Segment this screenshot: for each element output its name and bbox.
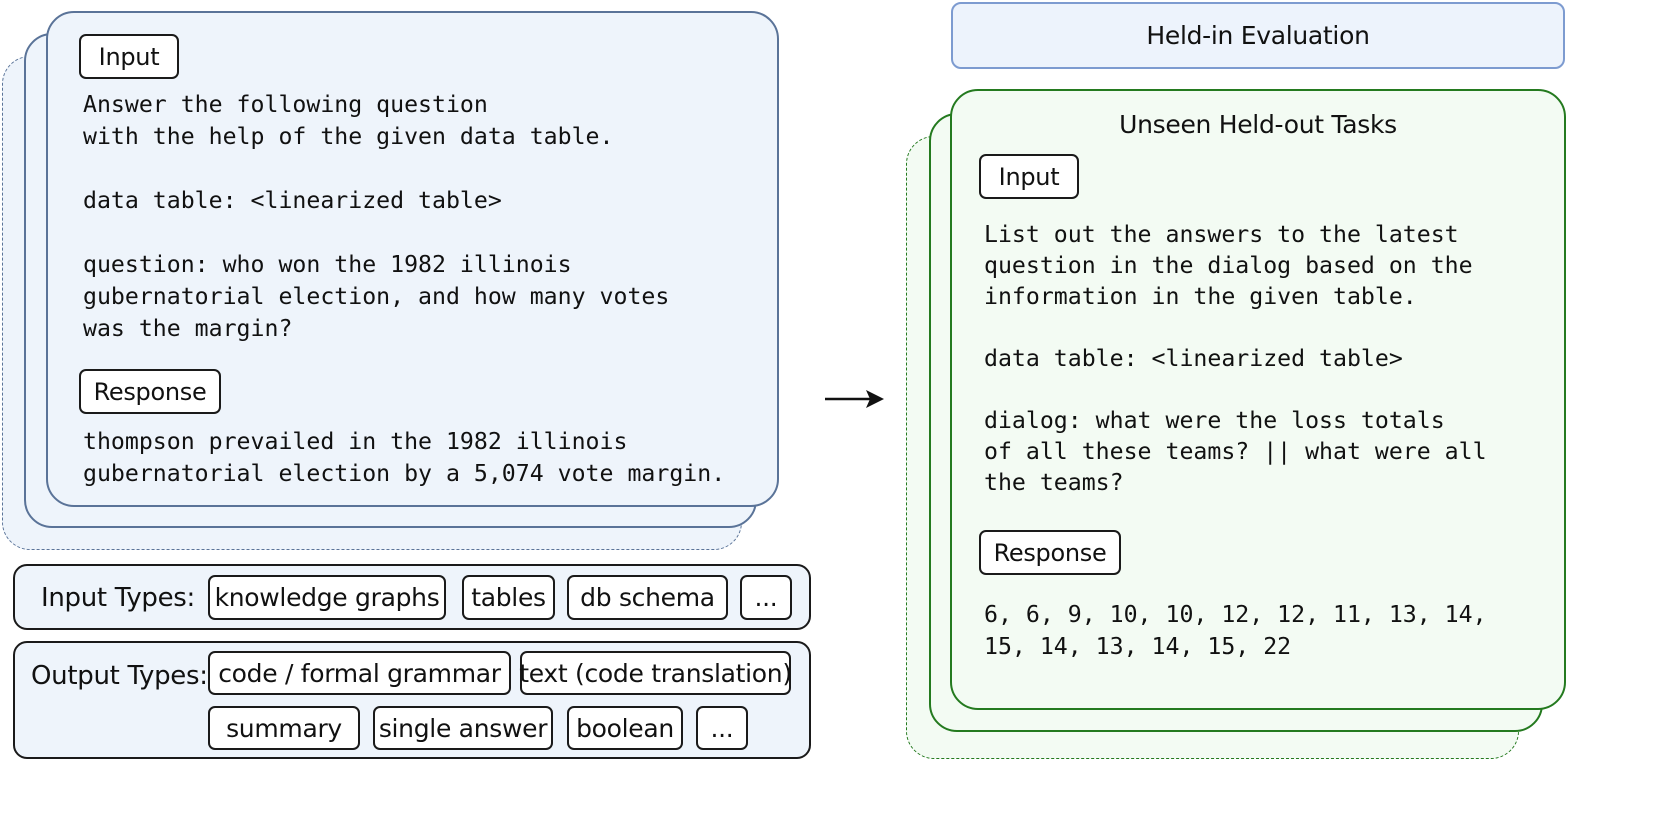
arrow-right-icon	[825, 390, 884, 408]
unseen-held-out-tasks-title: Unseen Held-out Tasks	[1119, 110, 1397, 139]
output-type-chip-more: ...	[696, 706, 748, 750]
right-input-tag: Input	[979, 154, 1079, 199]
input-type-chip-tables: tables	[462, 575, 555, 620]
right-card-front: Unseen Held-out Tasks Input List out the…	[950, 89, 1566, 710]
right-response-text: 6, 6, 9, 10, 10, 12, 12, 11, 13, 14, 15,…	[984, 601, 1487, 660]
input-types-label: Input Types:	[41, 583, 196, 613]
left-response-text: thompson prevailed in the 1982 illinois …	[83, 428, 726, 487]
output-types-label: Output Types:	[31, 661, 208, 691]
output-type-chip-text-code-translation: text (code translation)	[519, 651, 792, 695]
held-in-evaluation-header: Held-in Evaluation	[951, 2, 1565, 69]
output-type-chip-boolean: boolean	[567, 706, 683, 750]
left-response-tag: Response	[79, 369, 221, 414]
input-types-panel: Input Types: knowledge graphs tables db …	[13, 564, 811, 630]
right-input-text: List out the answers to the latest quest…	[984, 221, 1487, 496]
input-type-chip-db-schema: db schema	[567, 575, 728, 620]
input-type-chip-more: ...	[740, 575, 792, 620]
left-input-text: Answer the following question with the h…	[83, 91, 670, 342]
output-type-chip-summary: summary	[208, 706, 360, 750]
left-card-front: Input Answer the following question with…	[46, 11, 779, 507]
left-input-tag: Input	[79, 34, 179, 79]
output-types-panel: Output Types: code / formal grammar text…	[13, 641, 811, 759]
right-response-tag: Response	[979, 530, 1121, 575]
input-type-chip-knowledge-graphs: knowledge graphs	[208, 575, 446, 620]
output-type-chip-single-answer: single answer	[373, 706, 553, 750]
output-type-chip-code-formal-grammar: code / formal grammar	[208, 651, 511, 695]
